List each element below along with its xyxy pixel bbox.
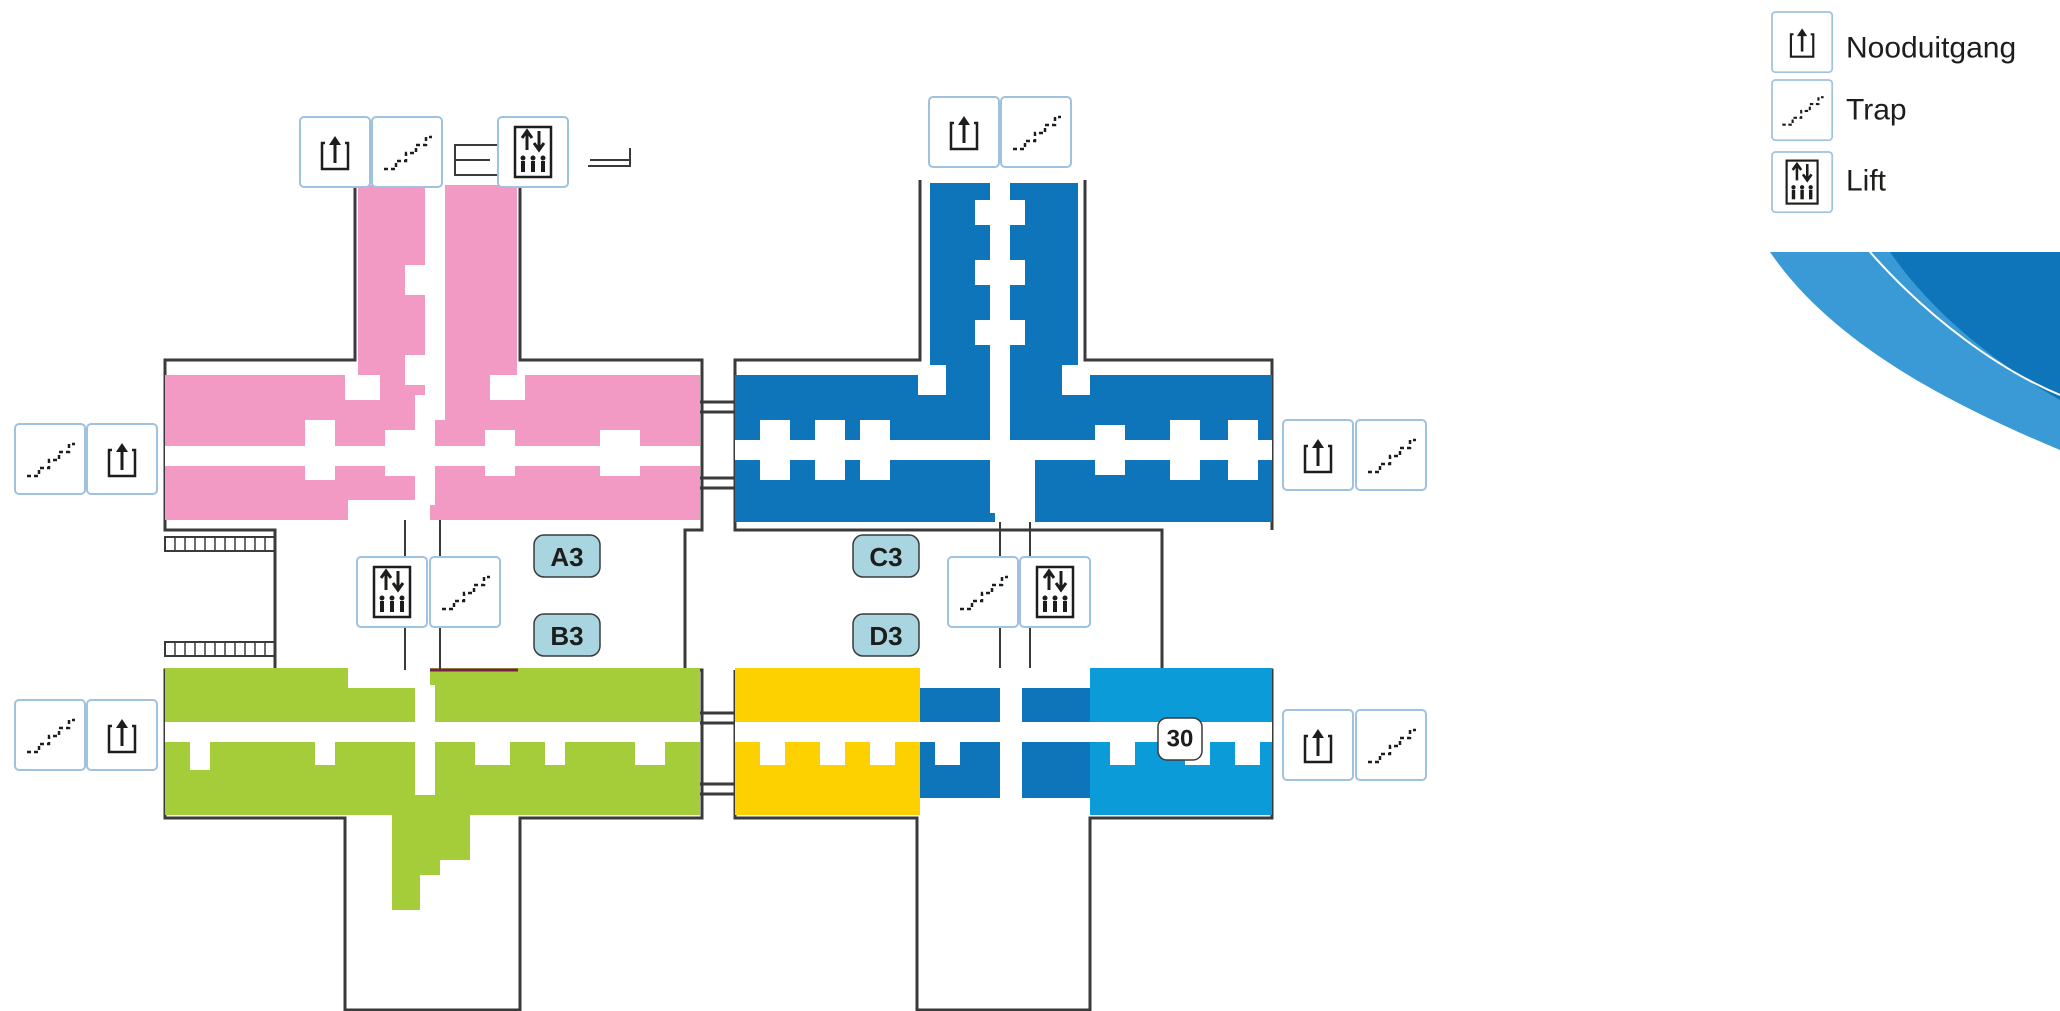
svg-text:B3: B3 xyxy=(550,621,583,651)
legend-emergency-exit-icon xyxy=(1770,10,1834,74)
room-30-marker[interactable]: 30 xyxy=(1157,717,1203,761)
wing-b3 xyxy=(165,668,700,910)
wing-label-c3[interactable]: C3 xyxy=(852,534,920,578)
elevator-icon xyxy=(496,115,570,189)
emergency-exit-icon xyxy=(1281,708,1355,782)
building-walls xyxy=(163,180,1274,1011)
elevator-icon xyxy=(355,555,429,629)
stairs-icon xyxy=(13,422,87,496)
wing-c3 xyxy=(735,183,1272,522)
legend-label-exit: Nooduitgang xyxy=(1846,32,2016,65)
emergency-exit-icon xyxy=(85,698,159,772)
wing-label-d3[interactable]: D3 xyxy=(852,613,920,657)
legend-label-lift: Lift xyxy=(1846,165,1887,198)
stairs-icon xyxy=(999,95,1073,169)
svg-text:A3: A3 xyxy=(550,542,583,572)
stairs-icon xyxy=(370,115,444,189)
legend-stairs-icon xyxy=(1770,78,1834,142)
legend-label-stairs: Trap xyxy=(1846,94,1907,127)
stairs-icon xyxy=(1354,708,1428,782)
stair-hatching xyxy=(174,537,266,656)
legend-elevator-icon xyxy=(1770,150,1834,214)
svg-text:30: 30 xyxy=(1167,726,1194,753)
svg-text:D3: D3 xyxy=(869,621,902,651)
wing-label-b3[interactable]: B3 xyxy=(533,613,601,657)
emergency-exit-icon xyxy=(298,115,372,189)
emergency-exit-icon xyxy=(1281,418,1355,492)
stairs-icon xyxy=(1354,418,1428,492)
stairs-icon xyxy=(13,698,87,772)
wing-a3 xyxy=(165,185,700,523)
wing-label-a3[interactable]: A3 xyxy=(533,534,601,578)
legend: Nooduitgang Trap Lift xyxy=(1770,10,2016,214)
stairs-icon xyxy=(946,555,1020,629)
stairs-icon xyxy=(428,555,502,629)
elevator-icon xyxy=(1018,555,1092,629)
emergency-exit-icon xyxy=(85,422,159,496)
decorative-swoosh xyxy=(1770,251,2060,450)
svg-text:C3: C3 xyxy=(869,542,902,572)
emergency-exit-icon xyxy=(927,95,1001,169)
